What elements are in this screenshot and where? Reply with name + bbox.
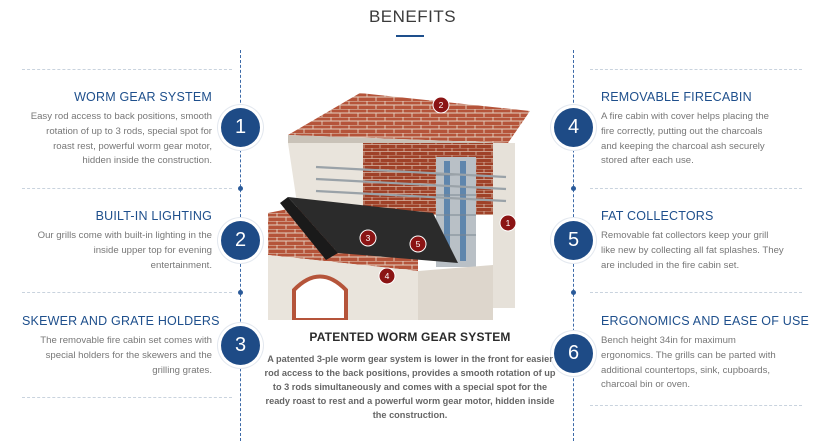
feature-number-badge: 3	[221, 326, 260, 365]
feature-description: A fire cabin with cover helps placing th…	[601, 111, 769, 167]
feature-description: The removable fire cabin set comes with …	[40, 335, 212, 376]
feature-title: BUILT-IN LIGHTING	[95, 209, 212, 223]
feature-ergonomics: ERGONOMICS AND EASE OF USE Bench height …	[601, 314, 811, 393]
separator	[590, 69, 802, 70]
feature-worm-gear: WORM GEAR SYSTEM Easy rod access to back…	[22, 90, 212, 169]
feature-title: FAT COLLECTORS	[601, 209, 714, 223]
marker-label: 1	[506, 218, 511, 228]
feature-number-badge: 1	[221, 108, 260, 147]
title-underline	[396, 35, 424, 37]
grill-illustration: 2 1 3 5 4	[268, 85, 536, 322]
feature-title: SKEWER AND GRATE HOLDERS	[22, 314, 220, 328]
feature-title: ERGONOMICS AND EASE OF USE	[601, 314, 810, 328]
separator	[590, 405, 802, 406]
separator	[22, 292, 232, 293]
feature-skewer-holders: SKEWER AND GRATE HOLDERS The removable f…	[22, 314, 220, 378]
marker-label: 3	[366, 233, 371, 243]
timeline-dot	[571, 290, 576, 295]
section-title: BENEFITS	[368, 7, 457, 26]
timeline-dot	[571, 186, 576, 191]
feature-description: Bench height 34in for maximum ergonomics…	[601, 335, 776, 391]
marker-label: 4	[385, 271, 390, 281]
separator	[590, 188, 802, 189]
separator	[22, 397, 232, 398]
feature-description: Removable fat collectors keep your grill…	[601, 230, 784, 271]
center-title: PATENTED WORM GEAR SYSTEM	[309, 330, 511, 344]
feature-number-badge: 6	[554, 334, 593, 373]
marker-label: 2	[439, 100, 444, 110]
feature-fat-collectors: FAT COLLECTORS Removable fat collectors …	[601, 209, 811, 273]
feature-description: Our grills come with built-in lighting i…	[37, 230, 212, 271]
feature-title: WORM GEAR SYSTEM	[74, 90, 212, 104]
feature-number-badge: 2	[221, 221, 260, 260]
timeline-dot	[238, 186, 243, 191]
feature-removable-firecabin: REMOVABLE FIRECABIN A fire cabin with co…	[601, 90, 811, 169]
feature-title: REMOVABLE FIRECABIN	[601, 90, 752, 104]
center-description: A patented 3-ple worm gear system is low…	[264, 354, 556, 420]
feature-number-badge: 4	[554, 108, 593, 147]
feature-description: Easy rod access to back positions, smoot…	[30, 111, 212, 167]
feature-built-in-lighting: BUILT-IN LIGHTING Our grills come with b…	[22, 209, 212, 273]
separator	[590, 292, 802, 293]
separator	[22, 188, 232, 189]
marker-label: 5	[416, 239, 421, 249]
grill-cutaway-image: 2 1 3 5 4	[268, 93, 530, 322]
timeline-dot	[238, 290, 243, 295]
separator	[22, 69, 232, 70]
feature-number-badge: 5	[554, 221, 593, 260]
